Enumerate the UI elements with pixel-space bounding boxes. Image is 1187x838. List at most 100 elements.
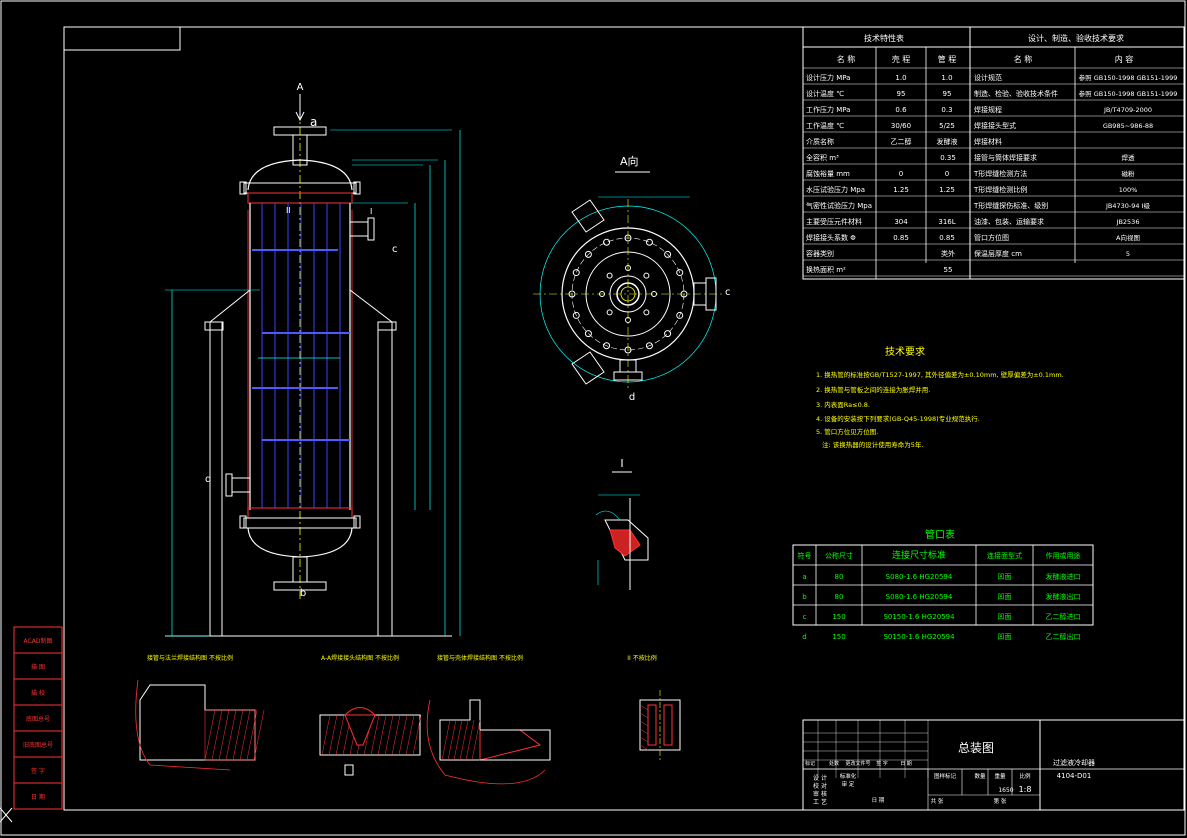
- spec-cell: 全容积 m³: [806, 153, 839, 162]
- a-view-bolt-hole: [603, 238, 611, 246]
- top-left-box: [63, 26, 181, 51]
- hatch-line: [453, 719, 463, 761]
- spec-header: 壳 程: [892, 54, 911, 64]
- left-strip-label: 签 字: [31, 767, 45, 775]
- req-cell: 5: [1126, 250, 1130, 258]
- notes-title: 技术要求: [885, 345, 925, 358]
- bolt-icon: [239, 515, 247, 529]
- spec-cell: 1.25: [939, 186, 955, 194]
- top-nozzle: [292, 134, 308, 166]
- req-cell: A向视图: [1116, 233, 1140, 242]
- hatch-line: [639, 720, 649, 727]
- bolt-icon: [353, 515, 361, 529]
- nozzle-b-label: b: [300, 588, 306, 599]
- a-view-bolt-hole: [645, 342, 653, 350]
- spec-cell: 焊接接头系数 Φ: [806, 233, 856, 242]
- title-col-label: 日 期: [900, 761, 912, 767]
- req-title: 设计、制造、验收技术要求: [1028, 33, 1124, 43]
- left-strip-label: ACAD制图: [24, 637, 53, 645]
- a-view-bolt-hole: [584, 330, 592, 338]
- nozzle-cell: 80: [835, 593, 844, 601]
- hatch-line: [447, 719, 457, 761]
- nozzle-cell: 凹面: [998, 593, 1012, 601]
- note-item: 3. 内表面Ra≤0.8.: [816, 400, 870, 409]
- title-row-label: 校 对: [813, 782, 827, 790]
- title-col-label: 签 字: [876, 760, 888, 767]
- title-sub-label: 重量: [994, 772, 1006, 780]
- nozzle-cell: 150: [832, 613, 845, 621]
- title-row-label: 审 核: [813, 790, 827, 798]
- nozzle-cell: b: [802, 593, 807, 601]
- hatch-line: [412, 714, 422, 756]
- bottom-flange: [273, 581, 327, 591]
- a-view-lug: [571, 351, 605, 385]
- nozzle-cell: 凹面: [998, 573, 1012, 581]
- hatch-line: [639, 728, 649, 735]
- req-cell: T形焊缝检测比例: [973, 185, 1027, 194]
- req-header: 名 称: [1014, 54, 1033, 64]
- req-cell: T形焊缝检测方法: [973, 169, 1027, 178]
- title-block-frame: [802, 719, 1185, 811]
- title-col-label: 更改文件号: [845, 760, 870, 767]
- nozzle-cell: S0150-1.6 HG20594: [883, 613, 955, 621]
- drawing-weight: 1650: [998, 787, 1013, 794]
- nozzle-cell: 乙二醇进口: [1046, 612, 1081, 621]
- spec-cell: 0.85: [893, 234, 909, 242]
- hatch-line: [465, 719, 475, 761]
- section-2-cap: [344, 707, 376, 716]
- a-view-bolt-hole: [572, 311, 580, 319]
- spec-cell: 1.0: [895, 74, 906, 82]
- nozzle-cell: S080-1.6 HG20594: [886, 593, 953, 601]
- spec-cell: 发酵液: [937, 137, 958, 146]
- title-sub-label: 图样标记: [934, 772, 957, 780]
- spec-cell: 类外: [941, 249, 955, 258]
- spec-header: 管 程: [938, 54, 957, 64]
- a-view-inner-bolt: [643, 309, 650, 316]
- hatch-line: [253, 709, 265, 761]
- nozzle-cell: 发酵液进口: [1046, 572, 1081, 581]
- title-col-label: 标记: [805, 760, 815, 767]
- hatch-line: [328, 714, 338, 756]
- a-view-bolt-hole: [572, 269, 580, 277]
- detail-1-weld: [609, 529, 641, 557]
- section-3-break: [426, 699, 546, 785]
- spec-cell: 0.85: [939, 234, 955, 242]
- title-col-label: 处数: [829, 760, 839, 767]
- section-1-break: [135, 679, 231, 771]
- drawing-frame: [63, 26, 1185, 811]
- hatch-line: [639, 744, 649, 751]
- nozzle-cell: S0150-1.6 HG20594: [883, 633, 955, 641]
- title-sub-label: 第 张: [994, 797, 1007, 805]
- spec-cell: 316L: [938, 218, 955, 226]
- req-cell: 100%: [1119, 186, 1138, 194]
- nozzle-cell: a: [802, 573, 806, 581]
- title-row-label: 工 艺: [813, 798, 827, 806]
- spec-title: 技术特性表: [864, 33, 904, 43]
- a-view-bolt-hole: [664, 330, 672, 338]
- req-header: 内 容: [1115, 54, 1134, 64]
- spec-cell: 1.0: [941, 74, 952, 82]
- bottom-girth-flange: [243, 517, 357, 529]
- detail-II-marker: II: [286, 206, 291, 215]
- note-item: 4. 设备的安装按下列要求(GB-Q45-1998)专业规范执行.: [816, 414, 980, 423]
- nozzle-cell: S080-1.6 HG20594: [886, 573, 953, 581]
- a-view-nozzle-c-label: c: [725, 287, 731, 298]
- hatch-line: [377, 714, 387, 756]
- req-cell: 磁粉: [1122, 169, 1136, 178]
- nozzle-header: 作用或用途: [1046, 551, 1081, 560]
- nozzle-header: 连接面型式: [987, 551, 1022, 560]
- nozzle-header: 符号: [798, 551, 812, 560]
- req-cell: 焊透: [1122, 153, 1136, 162]
- section-1-outline: [139, 684, 256, 761]
- spec-cell: 气密性试验压力 Mpa: [806, 201, 872, 210]
- title-sub-label: 比例: [1019, 772, 1031, 780]
- nozzle-cell: 150: [832, 633, 845, 641]
- left-strip-label: 描 图: [31, 663, 45, 671]
- nozzle-cell: 发酵液出口: [1046, 592, 1081, 601]
- req-cell: JB4730-94 I级: [1105, 201, 1151, 210]
- section-title: 接管与法兰焊接结构图 不按比例: [147, 654, 233, 662]
- a-view-bolt-hole: [676, 269, 684, 277]
- support-right: [349, 289, 393, 636]
- note-item: 2. 换热管与管板之间的连接为胀焊并用.: [816, 385, 930, 394]
